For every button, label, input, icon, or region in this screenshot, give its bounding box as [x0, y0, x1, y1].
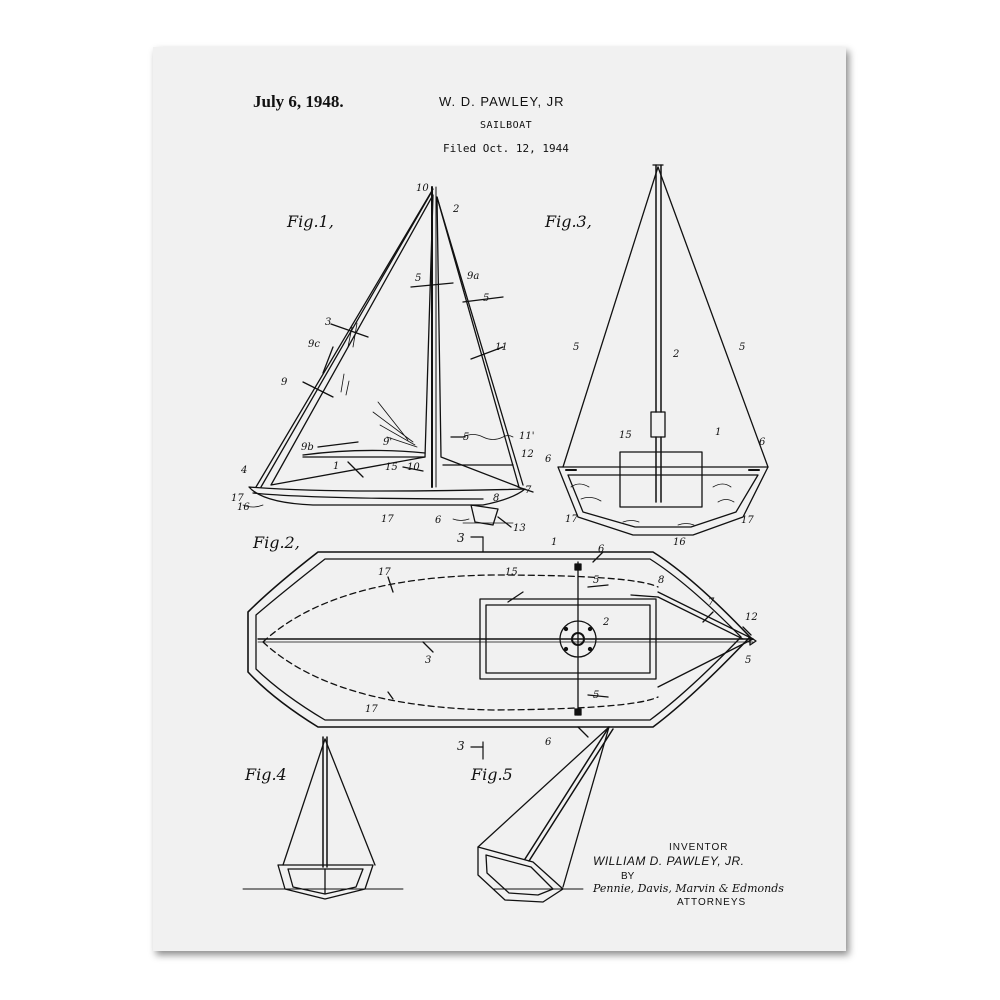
ref-label: 11	[495, 342, 508, 353]
ref-label: 12	[521, 449, 534, 460]
ref-label: 13	[513, 523, 526, 534]
ref-label: 17	[565, 514, 578, 525]
attorneys-label: ATTORNEYS	[677, 897, 747, 908]
ref-label: 9a	[467, 271, 480, 282]
fig5-heeled-view	[477, 726, 614, 903]
ref-label: 5	[483, 293, 490, 304]
ref-label: 3	[325, 317, 332, 328]
ref-label: 6	[545, 737, 552, 748]
ref-label: 1	[551, 537, 558, 548]
fig2-caption: Fig.2,	[253, 533, 300, 552]
ref-label: 3	[425, 655, 432, 666]
ref-label: 5	[593, 690, 600, 701]
section-mark-top: 3	[457, 531, 465, 545]
ref-label: 5	[415, 273, 422, 284]
fig2-plan-view	[247, 536, 757, 760]
ref-label: 17	[741, 515, 754, 526]
patent-sheet: July 6, 1948. W. D. PAWLEY, JR SAILBOAT …	[153, 47, 846, 951]
by-label: BY	[621, 871, 635, 882]
ref-label: 5	[739, 342, 746, 353]
ref-label: 1	[715, 427, 722, 438]
ref-label: 6	[545, 454, 552, 465]
ref-label: 5	[463, 432, 470, 443]
ref-label: 16	[673, 537, 686, 548]
ref-label: 1	[333, 461, 340, 472]
ref-label: 12	[745, 612, 758, 623]
ref-label: 2	[453, 204, 460, 215]
attorney-signature: Pennie, Davis, Marvin & Edmonds	[593, 882, 784, 895]
ref-label: 10	[416, 183, 429, 194]
ref-label: 6	[598, 544, 605, 555]
ref-label: 5	[573, 342, 580, 353]
patent-date: July 6, 1948.	[253, 92, 344, 111]
ref-label: 6	[759, 437, 766, 448]
patent-title: SAILBOAT	[480, 120, 533, 131]
ref-label: 17	[231, 493, 244, 504]
filed-date: Filed Oct. 12, 1944	[443, 142, 569, 155]
ref-label: 9c	[308, 339, 320, 350]
ref-label: 2	[603, 617, 610, 628]
ref-label: 15	[385, 462, 398, 473]
ref-label: 15	[619, 430, 632, 441]
ref-label: 17	[378, 567, 391, 578]
ref-label: 9b	[301, 442, 314, 453]
inventor-full-name: WILLIAM D. PAWLEY, JR.	[593, 854, 745, 868]
ref-label: 9'	[383, 437, 393, 448]
ref-label: 11'	[519, 431, 535, 442]
ref-label: 16	[237, 502, 250, 513]
ref-label: 8	[493, 493, 500, 504]
fig3-end-view	[557, 164, 769, 536]
ref-label: 7	[708, 597, 715, 608]
ref-label: 15	[505, 567, 518, 578]
section-mark-bottom: 3	[457, 739, 465, 753]
ref-label: 2	[673, 349, 680, 360]
fig1-side-view	[242, 186, 534, 528]
fig5-caption: Fig.5	[471, 765, 513, 784]
ref-label: 5	[745, 655, 752, 666]
ref-label: 4	[241, 465, 248, 476]
ref-label: 5	[593, 575, 600, 586]
inventor-heading: INVENTOR	[669, 842, 729, 853]
ref-label: 17	[365, 704, 378, 715]
fig4-small-view	[242, 736, 404, 900]
patent-drawing	[242, 164, 769, 903]
ref-label: 10	[407, 462, 420, 473]
ref-label: 8	[658, 575, 665, 586]
inventor-name-header: W. D. PAWLEY, JR	[439, 94, 565, 109]
ref-label: 6	[435, 515, 442, 526]
fig1-caption: Fig.1,	[287, 212, 334, 231]
ref-label: 17	[381, 514, 394, 525]
ref-label: 7	[525, 485, 532, 496]
fig4-caption: Fig.4	[245, 765, 287, 784]
fig3-caption: Fig.3,	[545, 212, 592, 231]
ref-label: 9	[281, 377, 288, 388]
